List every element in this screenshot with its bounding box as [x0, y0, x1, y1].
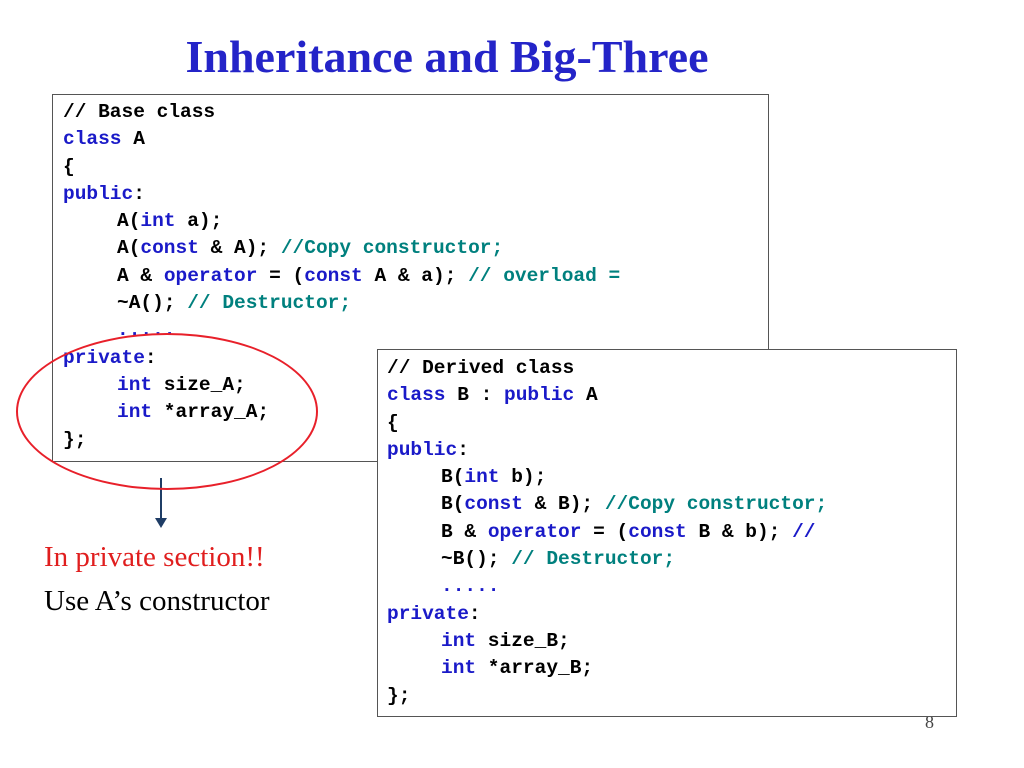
code-comment: //Copy constructor; [604, 493, 828, 516]
derived-class-code-box: // Derived class class B : public A { pu… [377, 349, 957, 717]
code-line: A(const & A); //Copy constructor; [63, 235, 768, 262]
code-text: : [133, 182, 145, 205]
down-arrow-icon [160, 478, 162, 522]
keyword: class [63, 128, 122, 151]
code-text: b); [499, 466, 547, 489]
keyword: const [304, 264, 363, 287]
keyword: int [441, 657, 477, 680]
keyword: private [387, 602, 469, 625]
code-text: size_B; [476, 629, 570, 652]
keyword: int [464, 466, 500, 489]
code-comment: // Destructor; [511, 548, 676, 571]
keyword: int [441, 629, 477, 652]
code-line: B & operator = (const B & b); // [387, 519, 956, 546]
code-line: // Derived class [387, 355, 956, 382]
code-text: ~A(); [117, 292, 188, 315]
class-name: A [574, 384, 598, 407]
arrow-head-icon [155, 518, 167, 528]
code-comment: //Copy constructor; [280, 237, 504, 260]
code-comment: // [792, 520, 816, 543]
code-text: & B); [522, 493, 605, 516]
class-name: B : [445, 384, 505, 407]
code-text: B( [441, 493, 465, 516]
keyword: const [464, 493, 523, 516]
code-text: = ( [257, 264, 305, 287]
code-line: ~A(); // Destructor; [63, 290, 768, 317]
keyword: public [504, 384, 575, 407]
highlight-ellipse [16, 333, 318, 490]
code-text: A( [117, 237, 141, 260]
code-line: { [63, 154, 768, 181]
code-text: : [468, 602, 481, 625]
code-text: B( [441, 466, 465, 489]
code-text: { [387, 411, 399, 434]
ellipsis: ..... [441, 575, 500, 598]
constructor-note: Use A’s constructor [44, 585, 270, 617]
code-text: A & a); [362, 264, 469, 287]
slide-title: Inheritance and Big-Three [185, 31, 709, 82]
code-line: ..... [387, 573, 956, 600]
code-text: { [63, 155, 75, 178]
class-name: A [121, 128, 145, 151]
code-comment: // Destructor; [187, 292, 352, 315]
code-text: B & b); [686, 520, 793, 543]
private-section-note: In private section!! [44, 541, 265, 573]
keyword: operator [487, 520, 582, 543]
keyword: public [63, 182, 134, 205]
keyword: class [387, 384, 446, 407]
code-text: & A); [198, 237, 281, 260]
code-text: = ( [581, 520, 629, 543]
code-line: class A [63, 126, 768, 153]
keyword: public [387, 438, 458, 461]
page-number: 8 [925, 712, 934, 732]
code-line: // Base class [63, 99, 768, 126]
code-line: { [387, 410, 956, 437]
keyword: const [140, 237, 199, 260]
code-text: : [457, 438, 469, 461]
code-line: int *array_B; [387, 655, 956, 682]
code-text: }; [387, 684, 411, 707]
code-text: *array_B; [476, 657, 594, 680]
code-line: class B : public A [387, 382, 956, 409]
keyword: const [628, 520, 687, 543]
code-line: A & operator = (const A & a); // overloa… [63, 263, 768, 290]
code-line: A(int a); [63, 208, 768, 235]
code-line: }; [387, 683, 956, 710]
code-line: ~B(); // Destructor; [387, 546, 956, 573]
code-line: B(int b); [387, 464, 956, 491]
code-text: a); [175, 210, 223, 233]
code-text: B & [441, 520, 488, 543]
code-comment: // overload = [468, 264, 621, 287]
code-line: public: [63, 181, 768, 208]
code-text: ~B(); [441, 548, 512, 571]
code-comment: // Base class [63, 101, 216, 123]
code-comment: // Derived class [387, 357, 575, 379]
code-line: B(const & B); //Copy constructor; [387, 491, 956, 518]
keyword: int [140, 210, 176, 233]
code-line: public: [387, 437, 956, 464]
keyword: operator [163, 264, 258, 287]
code-line: private: [387, 601, 956, 628]
code-text: A( [117, 210, 141, 233]
code-text: A & [117, 264, 164, 287]
code-line: int size_B; [387, 628, 956, 655]
